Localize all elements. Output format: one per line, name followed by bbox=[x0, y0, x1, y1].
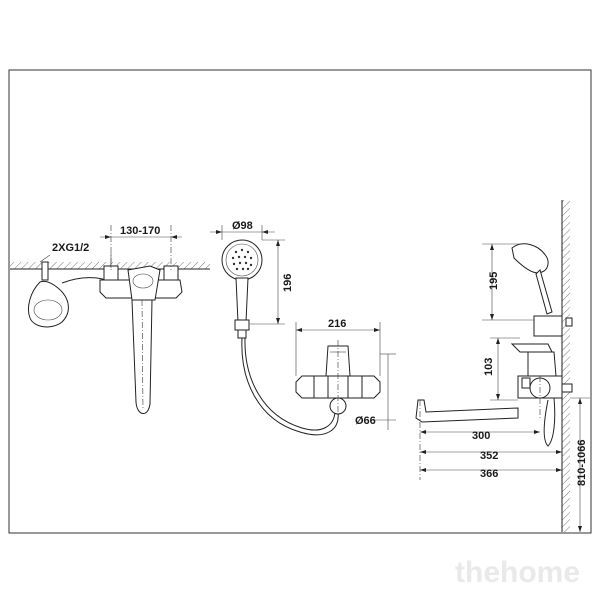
dim-head-height: 196 bbox=[282, 274, 294, 292]
side-spout bbox=[415, 399, 519, 423]
dim-spout-300: 300 bbox=[472, 430, 490, 442]
side-mixer-body bbox=[527, 351, 557, 377]
hand-shower-head bbox=[221, 239, 263, 281]
dim-mount-height: 810-1066 bbox=[576, 440, 588, 487]
watermark: thehome bbox=[455, 556, 581, 589]
dim-body-width: 216 bbox=[328, 318, 346, 330]
shower-holder bbox=[533, 315, 563, 337]
wall-hatch-side bbox=[562, 200, 570, 532]
dim-centers: 130-170 bbox=[120, 225, 160, 237]
dim-spout-352: 352 bbox=[480, 450, 498, 462]
dim-thread: 2XG1/2 bbox=[52, 242, 89, 254]
shower-hose bbox=[241, 337, 339, 436]
top-view: 130-170 2XG1/2 bbox=[10, 225, 210, 414]
mixer-lever-front bbox=[325, 345, 351, 377]
dim-outlet-offset: 103 bbox=[483, 358, 495, 376]
dim-body-diameter: Ø66 bbox=[355, 415, 376, 427]
side-shower-head bbox=[511, 243, 549, 274]
shower-head-top-view bbox=[27, 280, 69, 328]
drawing-frame bbox=[8, 69, 592, 534]
side-view: 195 103 300 352 366 810-1066 bbox=[415, 200, 590, 532]
dim-shower-height: 195 bbox=[488, 272, 500, 290]
dim-spout-366: 366 bbox=[480, 468, 498, 480]
spout-top-view bbox=[131, 299, 153, 414]
shower-and-body-view: Ø98 196 216 Ø66 bbox=[210, 220, 396, 436]
dim-head-diameter: Ø98 bbox=[232, 220, 253, 232]
hand-shower-handle bbox=[235, 277, 249, 323]
